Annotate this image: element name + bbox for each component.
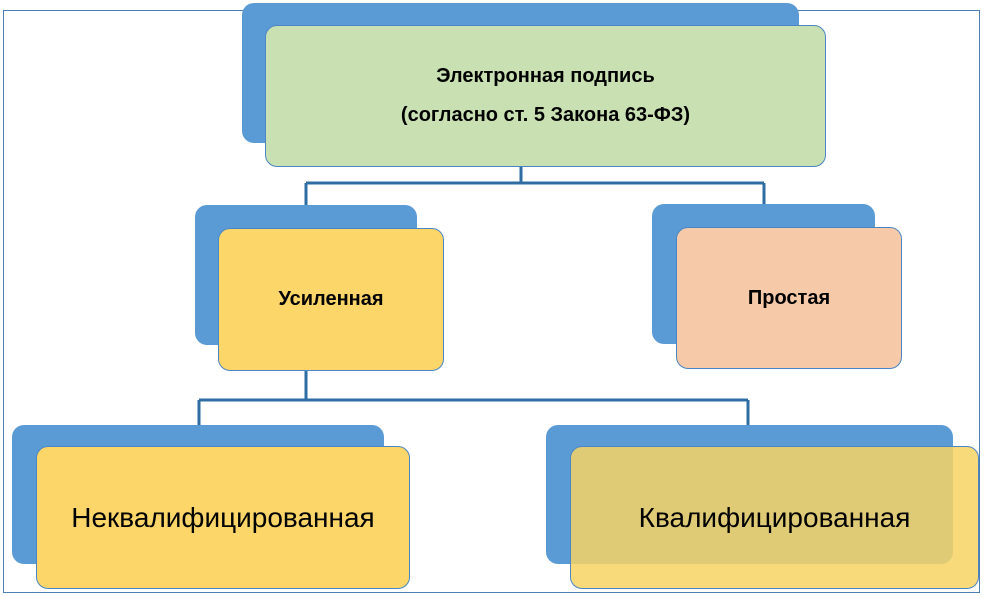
nonqualified-node: Неквалифицированная xyxy=(36,446,410,589)
enhanced-node: Усиленная xyxy=(218,228,444,371)
nonqualified-label: Неквалифицированная xyxy=(71,501,375,533)
simple-label: Простая xyxy=(747,286,831,309)
root-subtitle: (согласно ст. 5 Закона 63-ФЗ) xyxy=(400,104,691,126)
qualified-label: Квалифицированная xyxy=(638,501,911,533)
enhanced-label: Усиленная xyxy=(278,288,384,310)
simple-node: Простая xyxy=(676,227,902,369)
root-node: Электронная подпись (согласно ст. 5 Зако… xyxy=(265,25,826,167)
root-title: Электронная подпись xyxy=(436,65,655,87)
qualified-node: Квалифицированная xyxy=(570,446,979,589)
